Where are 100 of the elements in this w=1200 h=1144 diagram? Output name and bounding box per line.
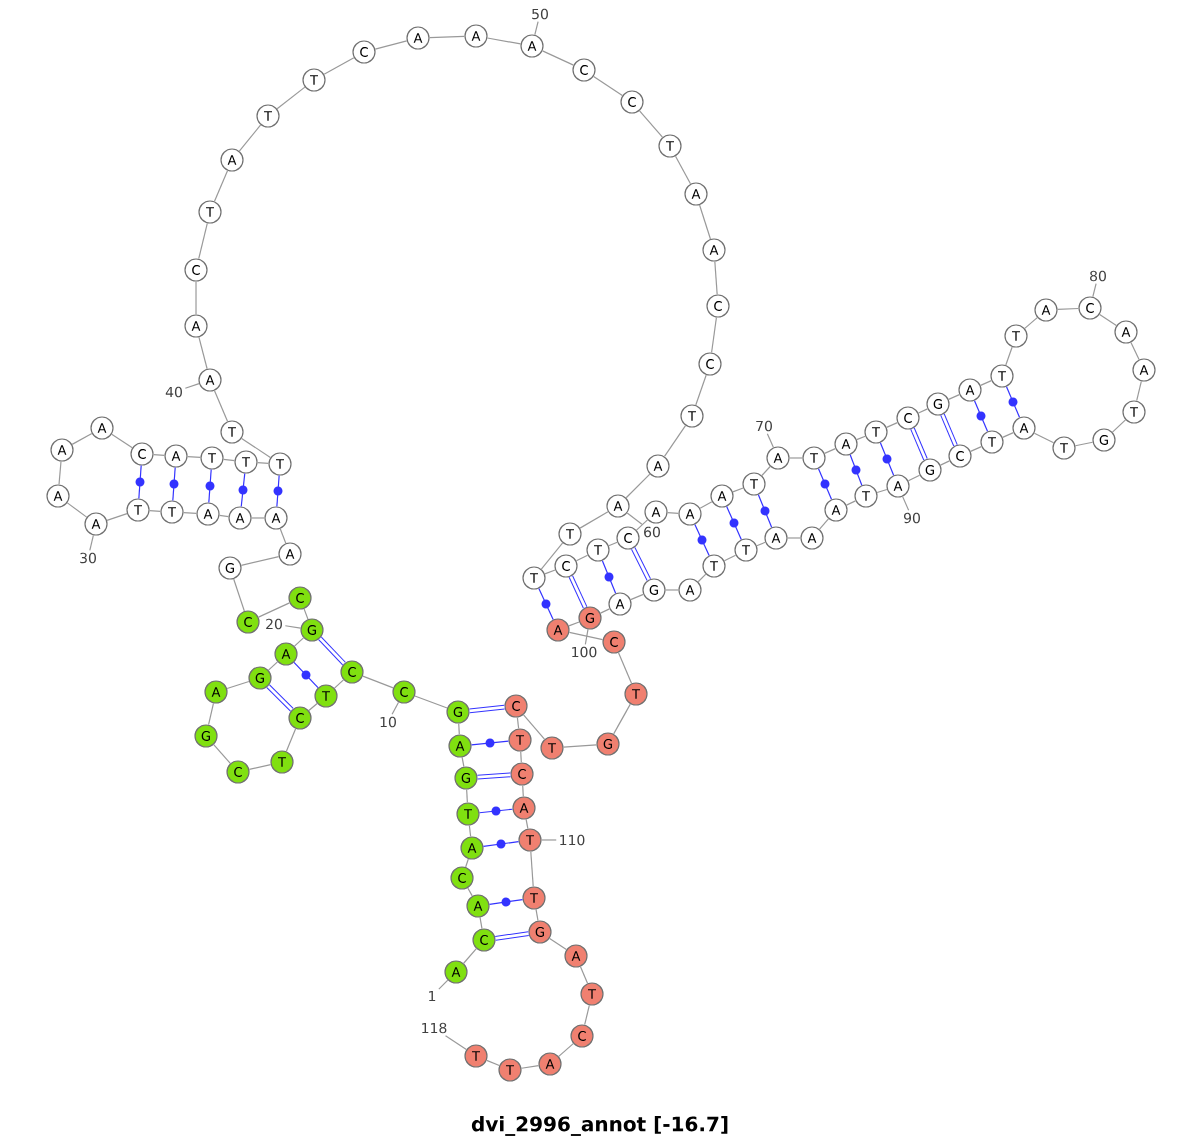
backbone-line bbox=[711, 316, 717, 354]
backbone-line bbox=[226, 680, 250, 690]
backbone-line bbox=[248, 763, 272, 770]
backbone-line bbox=[1033, 432, 1055, 444]
backbone-line bbox=[308, 702, 318, 712]
leader-line bbox=[534, 21, 539, 36]
backbone-line bbox=[461, 756, 465, 768]
backbone-line bbox=[414, 695, 448, 709]
base-pair-line bbox=[273, 474, 283, 508]
backbone-line bbox=[761, 465, 771, 477]
backbone-line bbox=[939, 460, 951, 466]
backbone-line bbox=[222, 458, 236, 462]
backbone-line bbox=[153, 454, 166, 456]
backbone-line bbox=[540, 542, 564, 570]
backbone-line bbox=[522, 784, 524, 797]
backbone-line bbox=[106, 513, 128, 521]
backbone-line bbox=[886, 422, 898, 428]
backbone-line bbox=[535, 908, 539, 922]
backbone-line bbox=[568, 631, 604, 641]
backbone-line bbox=[818, 518, 830, 530]
base-pair-line bbox=[694, 523, 710, 557]
backbone-line bbox=[617, 652, 633, 684]
backbone-line bbox=[213, 390, 229, 422]
backbone-line bbox=[362, 675, 394, 689]
backbone-line bbox=[58, 460, 62, 486]
base-pair-line bbox=[757, 494, 773, 528]
backbone-line bbox=[374, 40, 408, 50]
backbone-line bbox=[520, 1065, 540, 1069]
leader-line bbox=[626, 512, 643, 525]
backbone-line bbox=[187, 456, 202, 458]
backbone-line bbox=[699, 501, 713, 509]
backbone-line bbox=[257, 462, 270, 464]
title: dvi_2996_annot [-16.7] bbox=[471, 1116, 728, 1136]
base-pair-line bbox=[205, 468, 215, 504]
leader-line bbox=[438, 979, 449, 990]
leader-line bbox=[444, 1035, 467, 1051]
base-pair-line bbox=[879, 442, 895, 476]
backbone-line bbox=[257, 602, 291, 618]
backbone-line bbox=[845, 500, 857, 506]
base-pair-line bbox=[318, 636, 346, 666]
backbone-line bbox=[111, 433, 133, 449]
backbone-line bbox=[575, 554, 589, 562]
backbone-line bbox=[948, 394, 960, 400]
backbone-line bbox=[665, 589, 679, 591]
backbone-line bbox=[66, 502, 88, 518]
backbone-line bbox=[213, 744, 231, 764]
backbone-line bbox=[667, 512, 680, 514]
backbone-line bbox=[568, 621, 580, 627]
backbone-line bbox=[608, 541, 618, 547]
leader-line bbox=[541, 839, 557, 841]
backbone-line bbox=[267, 661, 279, 671]
backbone-line bbox=[1057, 307, 1079, 311]
leader-line bbox=[766, 433, 774, 448]
backbone-line bbox=[233, 578, 245, 612]
backbone-line bbox=[323, 57, 355, 75]
backbone-line bbox=[71, 432, 93, 445]
backbone-line bbox=[463, 948, 477, 964]
backbone-line bbox=[756, 541, 766, 547]
backbone-line bbox=[698, 204, 712, 240]
backbone-line bbox=[562, 744, 598, 748]
base-pair-line bbox=[293, 661, 319, 689]
backbone-line bbox=[714, 260, 718, 296]
backbone-line bbox=[149, 510, 162, 512]
backbone-line bbox=[241, 437, 271, 459]
backbone-line bbox=[630, 593, 644, 601]
backbone-line bbox=[917, 408, 929, 414]
backbone-line bbox=[208, 702, 215, 726]
base-pair-line bbox=[482, 839, 520, 849]
backbone-line bbox=[856, 435, 866, 441]
backbone-line bbox=[1099, 313, 1117, 327]
backbone-line bbox=[1136, 380, 1142, 402]
backbone-line bbox=[240, 556, 280, 566]
backbone-line bbox=[1130, 341, 1140, 361]
backbone-line bbox=[599, 608, 611, 614]
backbone-line bbox=[558, 1043, 574, 1057]
base-pair-line bbox=[726, 506, 742, 540]
backbone-line bbox=[1002, 432, 1014, 438]
backbone-line bbox=[1005, 346, 1013, 366]
leader-line bbox=[391, 701, 400, 715]
base-pair-line bbox=[1005, 386, 1021, 418]
base-pair-line bbox=[469, 704, 505, 714]
backbone-line bbox=[625, 473, 651, 499]
backbone-line bbox=[279, 528, 287, 544]
backbone-line bbox=[429, 35, 466, 39]
backbone-line bbox=[723, 554, 737, 562]
backbone-line bbox=[251, 517, 265, 519]
backbone-line bbox=[516, 716, 520, 730]
base-pair-line bbox=[488, 897, 524, 907]
backbone-line bbox=[541, 50, 575, 66]
backbone-line bbox=[285, 728, 297, 752]
backbone-line bbox=[198, 336, 208, 370]
backbone-line bbox=[198, 222, 208, 260]
base-pair-line bbox=[495, 931, 529, 941]
backbone-line bbox=[549, 937, 567, 951]
backbone-line bbox=[1074, 441, 1094, 447]
base-pair-line bbox=[631, 547, 651, 581]
backbone-line bbox=[218, 514, 230, 518]
backbone-line bbox=[697, 573, 707, 583]
leader-line bbox=[184, 383, 200, 389]
backbone-line bbox=[276, 86, 306, 110]
